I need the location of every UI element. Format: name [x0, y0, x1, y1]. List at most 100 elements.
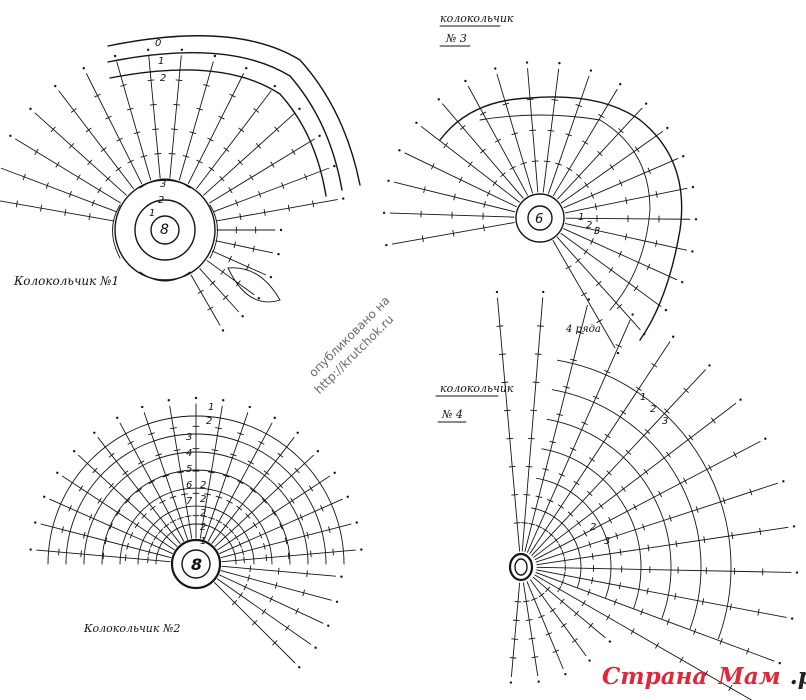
stitch-line	[553, 537, 559, 544]
d2-row-label: 6	[186, 480, 192, 491]
stitch-line	[177, 516, 184, 520]
stitch-line	[498, 353, 506, 355]
stitch-line	[169, 495, 177, 499]
stitch-line	[58, 90, 134, 190]
stitch-line	[647, 167, 651, 175]
chain-dot	[194, 396, 198, 400]
stitch-line	[532, 576, 606, 639]
stitch-line	[115, 166, 122, 172]
stitch-line	[666, 451, 671, 458]
chain-dot	[691, 185, 695, 189]
stitch-line	[158, 528, 164, 534]
stitch-line	[175, 79, 183, 81]
stitch-line	[236, 280, 241, 287]
stitch-line	[184, 515, 192, 518]
stitch-line	[524, 304, 588, 552]
stitch-line	[332, 548, 334, 556]
stitch-line	[630, 628, 635, 635]
stitch-line	[92, 467, 98, 474]
chain-dot	[342, 197, 345, 200]
d2-center-number: 8	[191, 555, 202, 574]
stitch-line	[177, 471, 185, 474]
stitch-line	[199, 268, 240, 313]
stitch-line	[547, 499, 554, 503]
bell-pattern-4: колокольчик № 4 1 2 3 2 3	[435, 290, 799, 700]
stitch-line	[148, 480, 155, 485]
chain-dot	[34, 521, 37, 524]
chain-dot	[141, 405, 144, 409]
stitch-line	[134, 522, 140, 529]
bell-1-caption: Колокольчик №1	[13, 274, 119, 288]
d3-center-number: 6	[535, 212, 543, 227]
stitch-line	[252, 245, 255, 253]
stitch-line	[511, 638, 519, 640]
stitch-line	[520, 162, 527, 165]
stitch-line	[527, 319, 631, 553]
stitch-line	[219, 176, 225, 182]
stitch-line	[679, 656, 684, 663]
stranamam-logo: Страна Мам .ру	[602, 663, 806, 690]
stitch-row-arc	[546, 418, 672, 619]
stitch-line	[208, 516, 215, 520]
stitch-line	[88, 213, 91, 221]
stitch-line	[100, 147, 107, 152]
stitch-line	[563, 386, 570, 389]
stitch-line	[22, 173, 26, 181]
stitch-line	[104, 537, 108, 545]
chain-dot	[56, 471, 59, 474]
stitch-line	[480, 111, 487, 116]
stitch-line	[215, 199, 338, 222]
stitch-line	[572, 638, 578, 643]
chain-dot	[93, 431, 96, 434]
stitch-line	[277, 452, 284, 458]
chain-dot	[494, 67, 497, 70]
stitch-line	[655, 191, 658, 198]
stitch-line	[86, 73, 143, 184]
stitch-line	[87, 159, 93, 165]
stitch-line	[78, 485, 84, 492]
stitch-line	[558, 473, 565, 477]
stitch-line	[555, 162, 562, 166]
stitch-line	[136, 488, 142, 493]
stitch-line	[621, 486, 626, 492]
stitch-line	[169, 55, 182, 179]
logo-part-mam: Мам	[717, 663, 780, 690]
stitch-line	[542, 468, 550, 471]
stitch-line	[431, 163, 435, 170]
stitch-line	[746, 647, 750, 655]
stitch-line	[140, 155, 148, 158]
chain-dot	[241, 315, 244, 318]
stitch-line	[129, 532, 134, 539]
stitch-line	[97, 187, 102, 194]
stitch-line	[274, 126, 280, 133]
stitch-line	[222, 474, 230, 478]
stitch-line	[247, 460, 254, 465]
chain-dot	[298, 107, 301, 111]
stitch-line	[651, 363, 658, 368]
stitch-line	[587, 588, 591, 596]
stitch-line	[235, 199, 239, 207]
chain-dot	[778, 661, 781, 665]
stitch-line	[105, 176, 111, 182]
stitch-line	[253, 108, 260, 113]
chain-dot	[764, 437, 767, 440]
stitch-line	[127, 159, 134, 164]
stitch-line	[711, 417, 716, 424]
stitch-line	[94, 93, 101, 98]
stitch-line	[688, 434, 694, 441]
stitch-line	[228, 187, 233, 194]
stitch-line	[590, 192, 594, 199]
stitch-line	[80, 550, 82, 558]
stitch-line	[152, 128, 160, 130]
d2-row-label: 2	[200, 508, 206, 519]
stitch-line	[200, 515, 208, 518]
stitch-line	[664, 408, 670, 414]
stitch-line	[453, 193, 456, 201]
stitch-line	[34, 148, 39, 155]
stitch-line	[511, 494, 519, 496]
chain-dot	[694, 218, 698, 221]
stitch-line	[616, 304, 623, 310]
stitch-line	[606, 470, 612, 476]
stitch-row-arc	[557, 359, 732, 640]
